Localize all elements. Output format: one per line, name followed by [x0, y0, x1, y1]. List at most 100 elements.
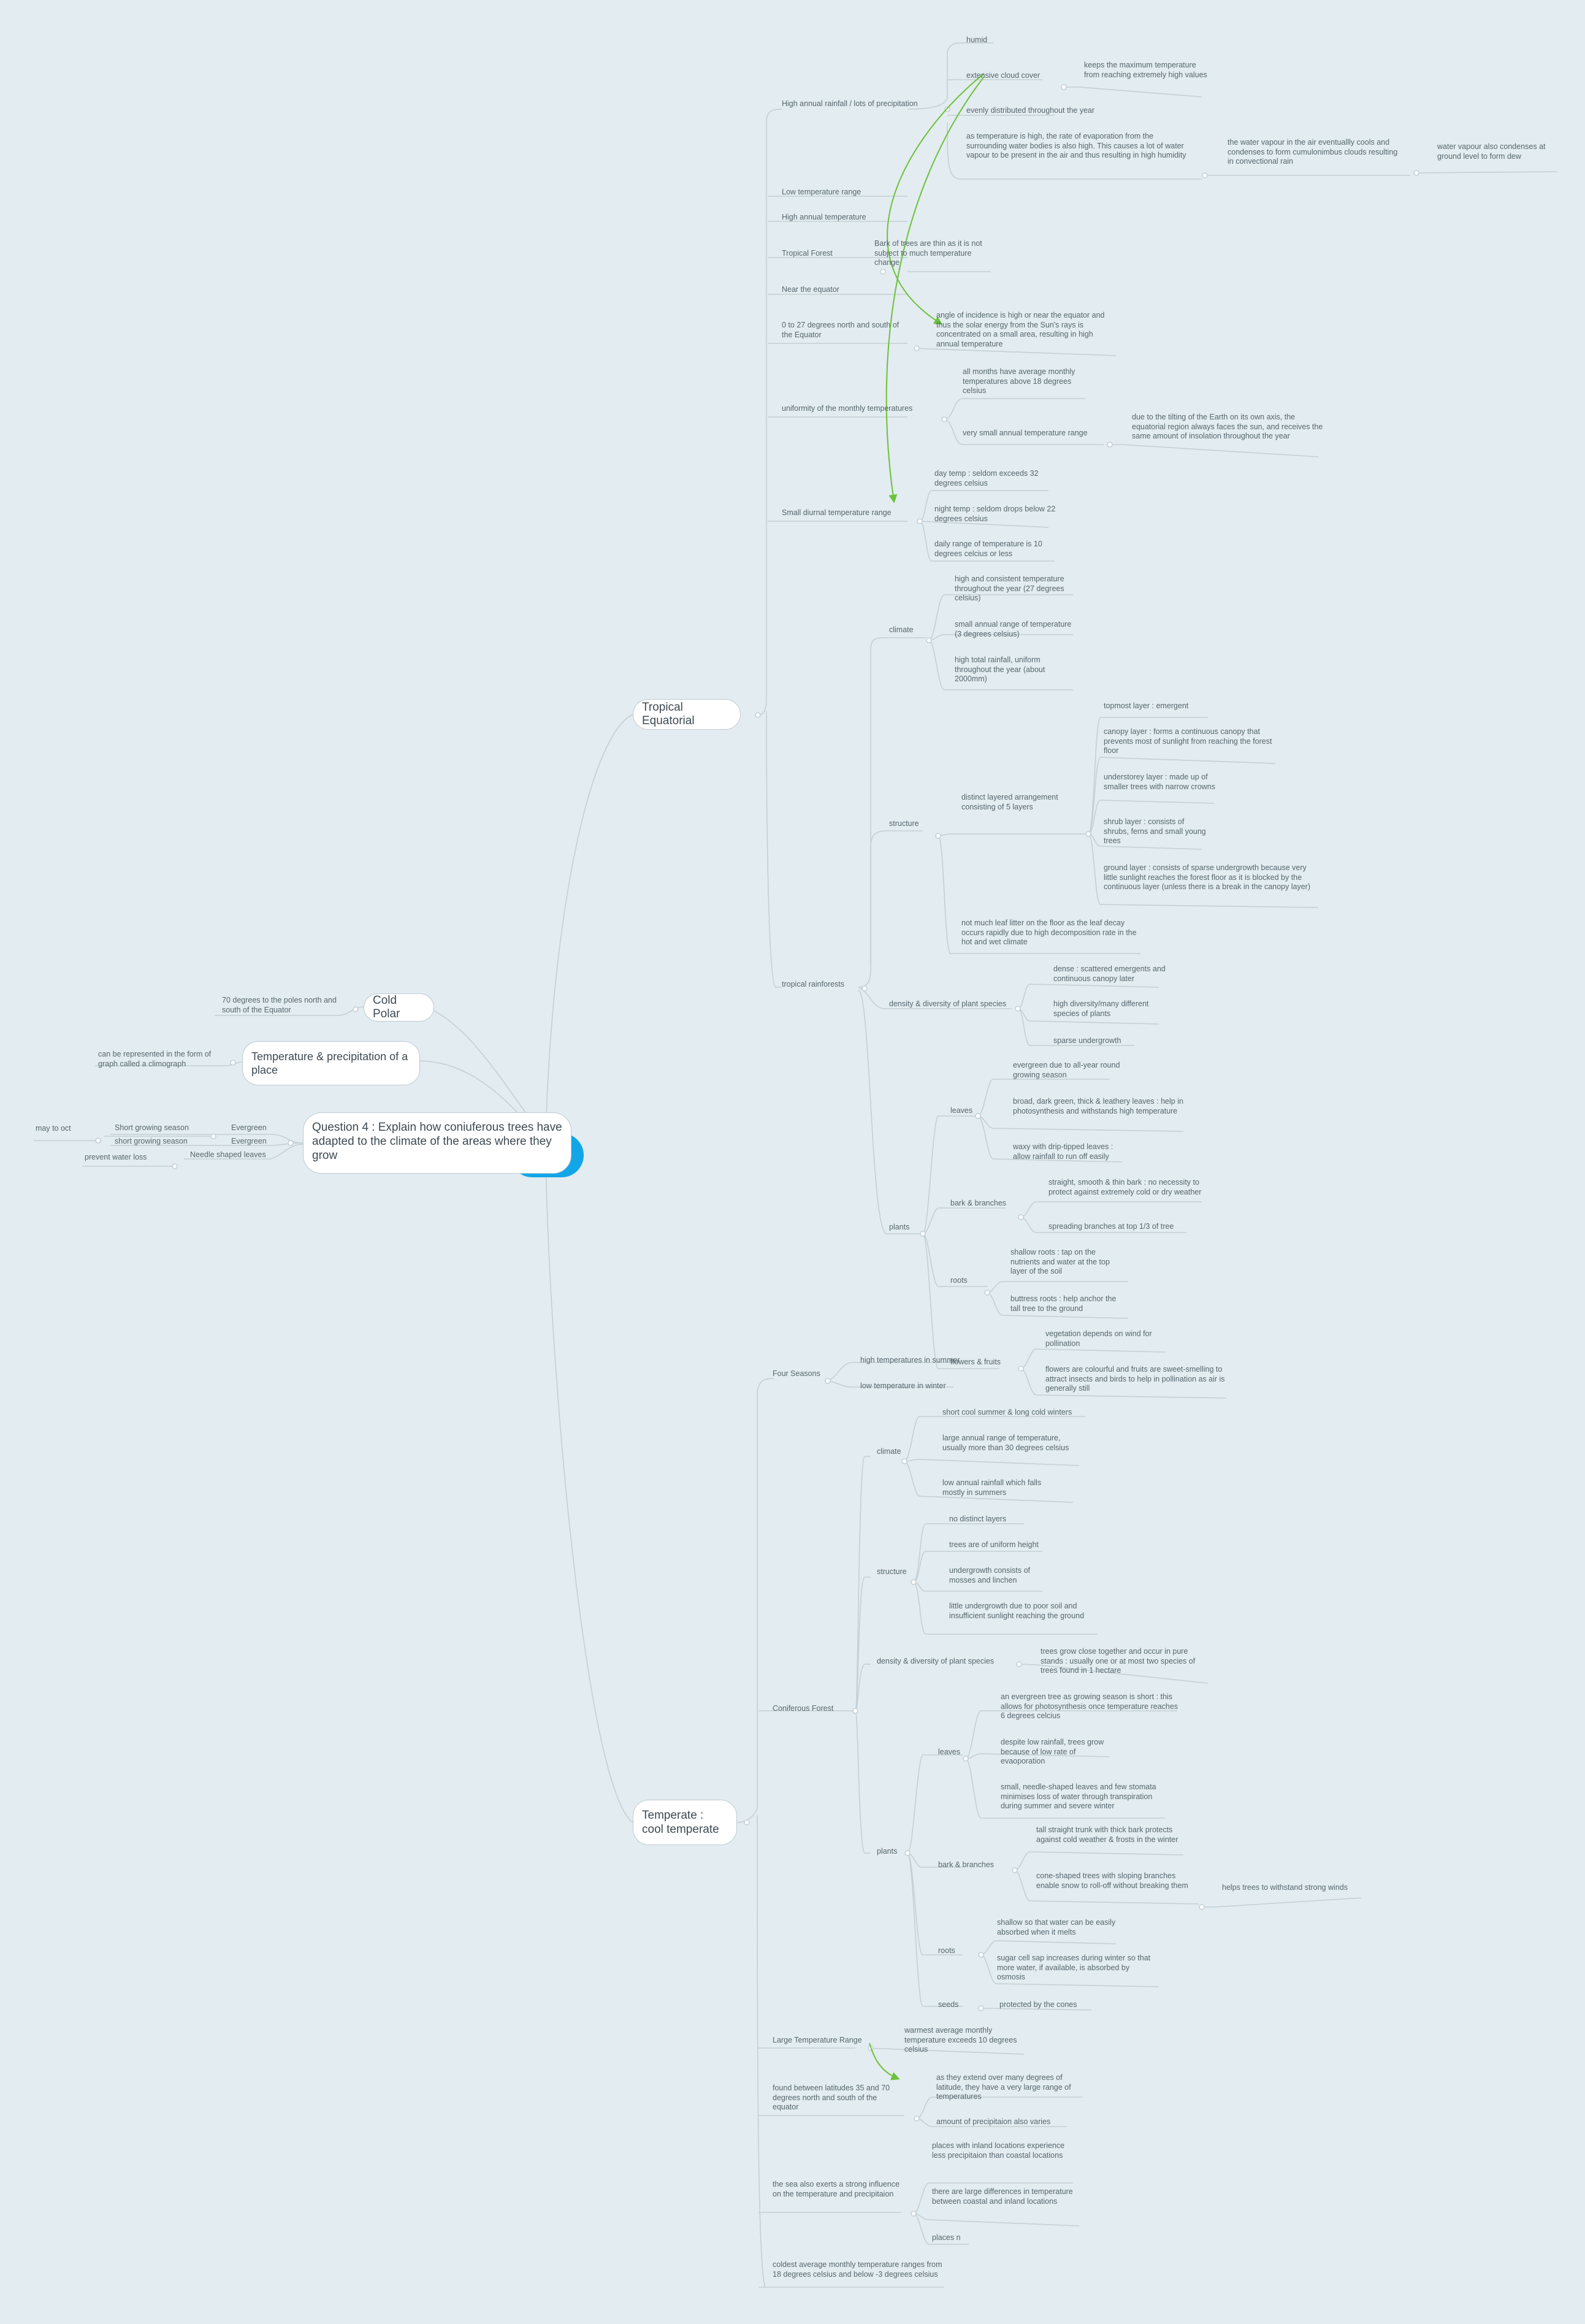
t-vapour-cools: the water vapour in the air eventuallly …	[1228, 138, 1398, 166]
t-roots: roots	[950, 1276, 968, 1285]
t-l3: understorey layer : made up of smaller t…	[1104, 773, 1215, 791]
c-climate: climate	[877, 1447, 901, 1456]
cold-polar-note: 70 degrees to the poles north and south …	[222, 996, 337, 1014]
c-s2: trees are of uniform height	[949, 1540, 1039, 1549]
node-cold-polar[interactable]: Cold Polar	[364, 993, 434, 1022]
c-coldest: coldest average monthly temperature rang…	[773, 2260, 942, 2279]
c-large-range: Large Temperature Range	[773, 2036, 862, 2044]
t-d1: dense : scattered emergents and continuo…	[1053, 965, 1166, 983]
c-bark: bark & branches	[938, 1860, 995, 1869]
c-c2: large annual range of temperature, usual…	[942, 1434, 1069, 1452]
t-plants: plants	[889, 1223, 910, 1231]
node-tropical-equatorial[interactable]: Tropical Equatorial	[633, 699, 741, 730]
c-lat: found between latitudes 35 and 70 degree…	[773, 2084, 890, 2111]
evergreen-1: Evergreen	[231, 1123, 267, 1132]
t-f2: flowers are colourful and fruits are swe…	[1045, 1365, 1225, 1393]
needle-leaves: Needle shaped leaves	[190, 1150, 266, 1159]
node-temperate[interactable]: Temperate : cool temperate	[633, 1800, 737, 1845]
t-l4: shrub layer : consists of shrubs, ferns …	[1104, 817, 1206, 845]
t-cloud-note: keeps the maximum temperature from reach…	[1084, 61, 1207, 79]
t-diurnal: Small diurnal temperature range	[782, 508, 892, 517]
prevent-water-loss: prevent water loss	[85, 1153, 147, 1161]
t-near-eq: Near the equator	[782, 285, 839, 294]
c-seasons: Four Seasons	[773, 1369, 820, 1378]
c-sea: the sea also exerts a strong influence o…	[773, 2180, 900, 2198]
short-season-1: Short growing season	[115, 1123, 189, 1132]
t-r1: shallow roots : tap on the nutrients and…	[1010, 1248, 1110, 1275]
t-b2: spreading branches at top 1/3 of tree	[1048, 1222, 1174, 1231]
temp-precip-label: Temperature & precipitation of a place	[251, 1050, 408, 1076]
short-season-2: short growing season	[115, 1137, 188, 1145]
c-d1: trees grow close together and occur in p…	[1041, 1647, 1196, 1675]
t-dew: water vapour also condenses at ground le…	[1437, 142, 1546, 161]
central-question-node[interactable]: Question 4 : Explain how coniuferous tre…	[303, 1112, 571, 1174]
t-low-range: Low temperature range	[782, 188, 861, 196]
evergreen-2: Evergreen	[231, 1137, 267, 1145]
c-s4: little undergrowth due to poor soil and …	[949, 1602, 1085, 1620]
t-all-months: all months have average monthly temperat…	[963, 367, 1075, 395]
c-s3: undergrowth consists of mosses and linch…	[949, 1566, 1031, 1584]
t-humid: humid	[966, 36, 988, 44]
t-small-annual: very small annual temperature range	[963, 429, 1088, 437]
t-c2: small annual range of temperature (3 deg…	[955, 620, 1072, 638]
t-tilt: due to the tilting of the Earth on its o…	[1132, 413, 1323, 440]
c-lv3: small, needle-shaped leaves and few stom…	[1001, 1783, 1156, 1810]
t-l1: topmost layer : emergent	[1104, 701, 1189, 710]
c-structure: structure	[877, 1567, 907, 1576]
t-l2: canopy layer : forms a continuous canopy…	[1104, 727, 1272, 755]
c-sd1: protected by the cones	[999, 2000, 1077, 2009]
c-b1: tall straight trunk with thick bark prot…	[1036, 1825, 1178, 1844]
c-conif: Coniferous Forest	[773, 1704, 834, 1713]
t-r2: buttress roots : help anchor the tall tr…	[1010, 1294, 1117, 1313]
c-lat1: as they extend over many degrees of lati…	[936, 2073, 1071, 2101]
t-night-temp: night temp : seldom drops below 22 degre…	[934, 505, 1056, 523]
tropical-title-label: Tropical Equatorial	[642, 701, 695, 727]
c-b2-note: helps trees to withstand strong winds	[1222, 1883, 1348, 1892]
t-structure: structure	[889, 819, 919, 828]
c-s1: no distinct layers	[949, 1515, 1007, 1523]
central-question-text: Question 4 : Explain how coniuferous tre…	[312, 1121, 562, 1162]
t-climate: climate	[889, 625, 914, 634]
c-sea2: there are large differences in temperatu…	[932, 2187, 1073, 2206]
c-lat2: amount of precipitaion also varies	[936, 2117, 1051, 2126]
t-bark-thin: Bark of trees are thin as it is not subj…	[874, 239, 982, 267]
c-r2: sugar cell sap increases during winter s…	[997, 1954, 1151, 1981]
t-c1: high and consistent temperature througho…	[955, 575, 1064, 602]
c-sea3: places n	[932, 2233, 961, 2242]
c-lv1: an evergreen tree as growing season is s…	[1001, 1692, 1178, 1720]
temperate-title-label: Temperate : cool temperate	[642, 1809, 719, 1836]
t-high-temp: High annual temperature	[782, 213, 866, 221]
t-lv2: broad, dark green, thick & leathery leav…	[1013, 1097, 1183, 1115]
t-b1: straight, smooth & thin bark : no necess…	[1048, 1178, 1202, 1196]
t-cloud: extensive cloud cover	[966, 71, 1041, 80]
c-b2: cone-shaped trees with sloping branches …	[1036, 1871, 1188, 1890]
c-sea1: places with inland locations experience …	[932, 2141, 1065, 2160]
t-lat: 0 to 27 degrees north and south of the E…	[782, 321, 899, 339]
node-temperature-precipitation[interactable]: Temperature & precipitation of a place	[242, 1041, 420, 1085]
t-rainforests: tropical rainforests	[782, 980, 845, 988]
t-c3: high total rainfall, uniform throughout …	[955, 656, 1045, 683]
cold-polar-label: Cold Polar	[373, 994, 400, 1020]
t-l5: ground layer : consists of sparse underg…	[1104, 863, 1310, 891]
t-evenly: evenly distributed throughout the year	[966, 106, 1095, 115]
c-density: density & diversity of plant species	[877, 1657, 995, 1665]
t-lv3: waxy with drip-tipped leaves : allow rai…	[1013, 1142, 1113, 1161]
t-layered: distinct layered arrangement consisting …	[961, 793, 1058, 811]
c-warmest: warmest average monthly temperature exce…	[904, 2026, 1017, 2054]
t-angle: angle of incidence is high or near the e…	[936, 311, 1105, 348]
t-f1: vegetation depends on wind for pollinati…	[1045, 1329, 1152, 1348]
c-plants: plants	[877, 1847, 898, 1856]
t-daily-range: daily range of temperature is 10 degrees…	[934, 540, 1042, 558]
c-summer: high temperatures in summer	[860, 1356, 960, 1364]
t-bark: bark & branches	[950, 1199, 1007, 1207]
climograph-note: can be represented in the form of graph …	[98, 1050, 212, 1068]
t-evap: as temperature is high, the rate of evap…	[966, 132, 1186, 159]
t-leaves: leaves	[950, 1106, 973, 1115]
t-uniformity: uniformity of the monthly temperatures	[782, 404, 913, 413]
t-rainfall: High annual rainfall / lots of precipita…	[782, 99, 918, 108]
c-c3: low annual rainfall which falls mostly i…	[942, 1478, 1042, 1497]
c-seeds: seeds	[938, 2000, 959, 2009]
c-winter: low temperature in winter	[860, 1382, 946, 1390]
may-oct: may to oct	[36, 1124, 71, 1133]
